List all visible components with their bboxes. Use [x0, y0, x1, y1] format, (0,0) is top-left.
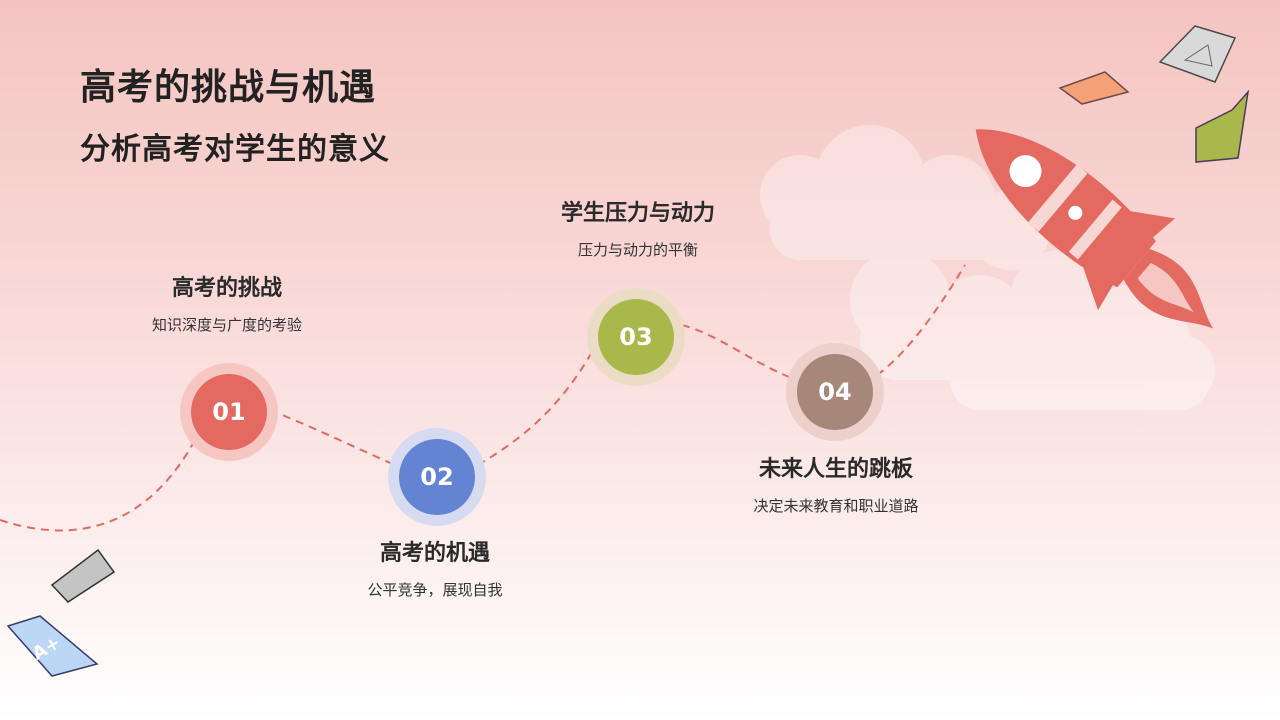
- step-label-2: 高考的机遇 公平竞争，展现自我: [305, 535, 565, 600]
- step-node-2: 02: [388, 428, 486, 526]
- step-description: 压力与动力的平衡: [577, 241, 698, 259]
- step-label-4: 未来人生的跳板 决定未来教育和职业道路: [706, 451, 966, 516]
- paper-icon: [1058, 71, 1130, 105]
- page-subtitle: 分析高考对学生的意义: [80, 132, 390, 167]
- step-title: 未来人生的跳板: [758, 457, 913, 482]
- step-title: 高考的机遇: [379, 541, 490, 566]
- step-number: 02: [399, 439, 475, 515]
- step-node-3: 03: [587, 288, 685, 386]
- step-number: 01: [191, 374, 267, 450]
- step-description: 知识深度与广度的考验: [151, 316, 302, 334]
- step-number: 04: [797, 354, 873, 430]
- paper-icon: [6, 615, 99, 677]
- paper-icon: [50, 548, 116, 603]
- step-node-1: 01: [180, 363, 278, 461]
- cloud-icon: [760, 125, 1215, 410]
- timeline-path: [0, 264, 966, 532]
- step-title: 高考的挑战: [171, 276, 282, 301]
- paper-icon: [1195, 89, 1250, 163]
- page-title: 高考的挑战与机遇: [80, 67, 377, 108]
- step-description: 公平竞争，展现自我: [367, 581, 503, 599]
- step-label-1: 高考的挑战 知识深度与广度的考验: [97, 270, 357, 335]
- rocket-icon: [975, 129, 1214, 329]
- paper-icon: [1158, 25, 1237, 83]
- step-description: 决定未来教育和职业道路: [753, 497, 919, 515]
- step-node-4: 04: [786, 343, 884, 441]
- step-number: 03: [598, 299, 674, 375]
- step-label-3: 学生压力与动力 压力与动力的平衡: [508, 195, 768, 260]
- step-title: 学生压力与动力: [560, 201, 715, 226]
